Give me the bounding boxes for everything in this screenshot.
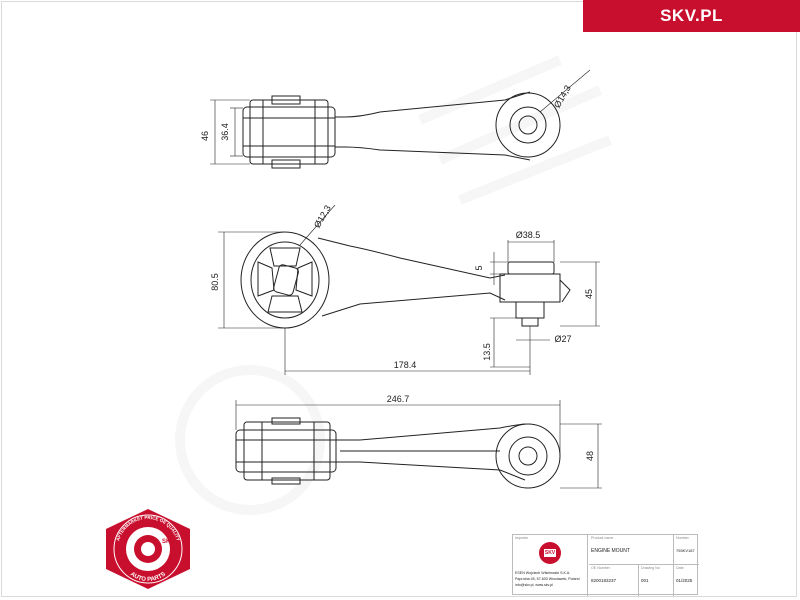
title-block-date: Date 01/2025 — [674, 565, 699, 596]
dim-top-height-outer: 46 — [200, 131, 210, 141]
badge-bottom-text: AUTO PARTS — [129, 571, 167, 583]
quality-badge: AFTERMARKET PRICE OE QUALITY AUTO PARTS … — [100, 507, 196, 591]
brand-label: SKV.PL — [660, 6, 723, 25]
oe-label: OE Number — [591, 566, 610, 570]
number-value: 755KV187 — [676, 548, 695, 553]
number-label: Number — [676, 536, 689, 540]
brand-banner[interactable]: SKV.PL — [583, 0, 800, 32]
title-block-product: Product name ENGINE MOUNT — [589, 535, 674, 565]
title-block-number: Number 755KV187 — [674, 535, 699, 565]
bottom-view-dims — [235, 400, 602, 489]
dim-side-height: 80.5 — [210, 273, 220, 291]
product-value: ENGINE MOUNT — [591, 548, 630, 554]
dim-side-length-center: 178.4 — [394, 360, 417, 370]
top-view-dims — [210, 69, 591, 165]
dim-side-pin-base: 13.5 — [482, 343, 492, 361]
drawing-label: Drawing No — [641, 566, 660, 570]
title-block-importer: Importer SKV ESEN Wojciech Wiśniewski S.… — [513, 535, 588, 596]
dim-side-offset: 5 — [474, 265, 484, 270]
badge-center-text: SKV — [162, 539, 174, 545]
side-view — [240, 231, 571, 329]
company-line-2: Paprotna 45, 57-600 Wrocławek, Poland — [515, 577, 580, 581]
drawing-value: 001 — [641, 578, 649, 583]
date-label: Date — [676, 566, 684, 570]
company-line-1: ESEN Wojciech Wiśniewski S.K.A. — [515, 571, 571, 575]
title-block-oe: OE Number 8200183237 — [589, 565, 639, 596]
dim-side-top-dia: Ø38.5 — [516, 230, 541, 240]
company-line-3: info@skv.pl, www.skv.pl — [515, 583, 553, 587]
importer-label: Importer — [515, 536, 529, 540]
badge-graphic: AFTERMARKET PRICE OE QUALITY AUTO PARTS … — [106, 509, 190, 589]
logo-text: SKV — [544, 549, 556, 557]
dim-bottom-height: 48 — [585, 451, 595, 461]
dim-side-bushing-dia: Ø12,3 — [312, 203, 333, 229]
bottom-view — [235, 417, 561, 489]
top-view — [242, 91, 561, 169]
title-block: Importer SKV ESEN Wojciech Wiśniewski S.… — [512, 534, 699, 596]
dim-bottom-overall-length: 246.7 — [387, 394, 410, 404]
oe-value: 8200183237 — [591, 578, 617, 583]
product-label: Product name — [591, 536, 614, 540]
side-view-dims — [218, 204, 600, 375]
title-block-drawing: Drawing No 001 — [639, 565, 674, 596]
dim-side-pin-height: 45 — [584, 289, 594, 299]
skv-logo-icon: SKV — [539, 542, 561, 564]
dim-side-pin-dia: Ø27 — [554, 334, 571, 344]
dim-top-height-inner: 36.4 — [220, 123, 230, 141]
date-value: 01/2025 — [676, 578, 693, 583]
